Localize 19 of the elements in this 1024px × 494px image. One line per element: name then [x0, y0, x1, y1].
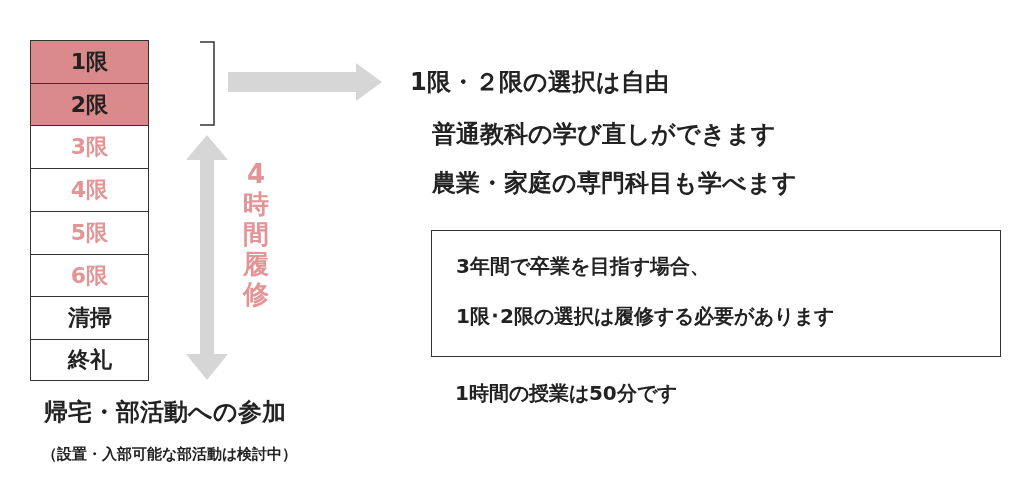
- period-box: 3限: [30, 125, 149, 170]
- note-text: 1限･2限の選択は履修する必要があります: [456, 303, 834, 330]
- period-box: 5限: [30, 210, 149, 255]
- note-text: 3年間で卒業を目指す場合、: [456, 253, 710, 280]
- heading-text: 1限・２限の選択は自由: [382, 66, 669, 98]
- body-text: 普通教科の学び直しができます: [432, 119, 776, 150]
- body-text: 農業・家庭の専門科目も学べます: [432, 168, 797, 199]
- period-box: 4限: [30, 168, 149, 213]
- caption-text: 帰宅・部活動への参加: [44, 397, 286, 428]
- vertical-label: 4時間履修: [243, 160, 269, 310]
- period-box: 6限: [30, 253, 149, 298]
- arrow: [228, 63, 382, 101]
- period-box: 清掃: [30, 296, 149, 341]
- period-box: 2限: [30, 82, 149, 127]
- period-box: 終礼: [30, 338, 149, 381]
- caption-note: （設置・入部可能な部活動は検討中）: [42, 445, 297, 464]
- note-box: [431, 230, 1001, 357]
- period-box: 1限: [30, 40, 149, 84]
- note-text: 1時間の授業は50分です: [455, 380, 677, 407]
